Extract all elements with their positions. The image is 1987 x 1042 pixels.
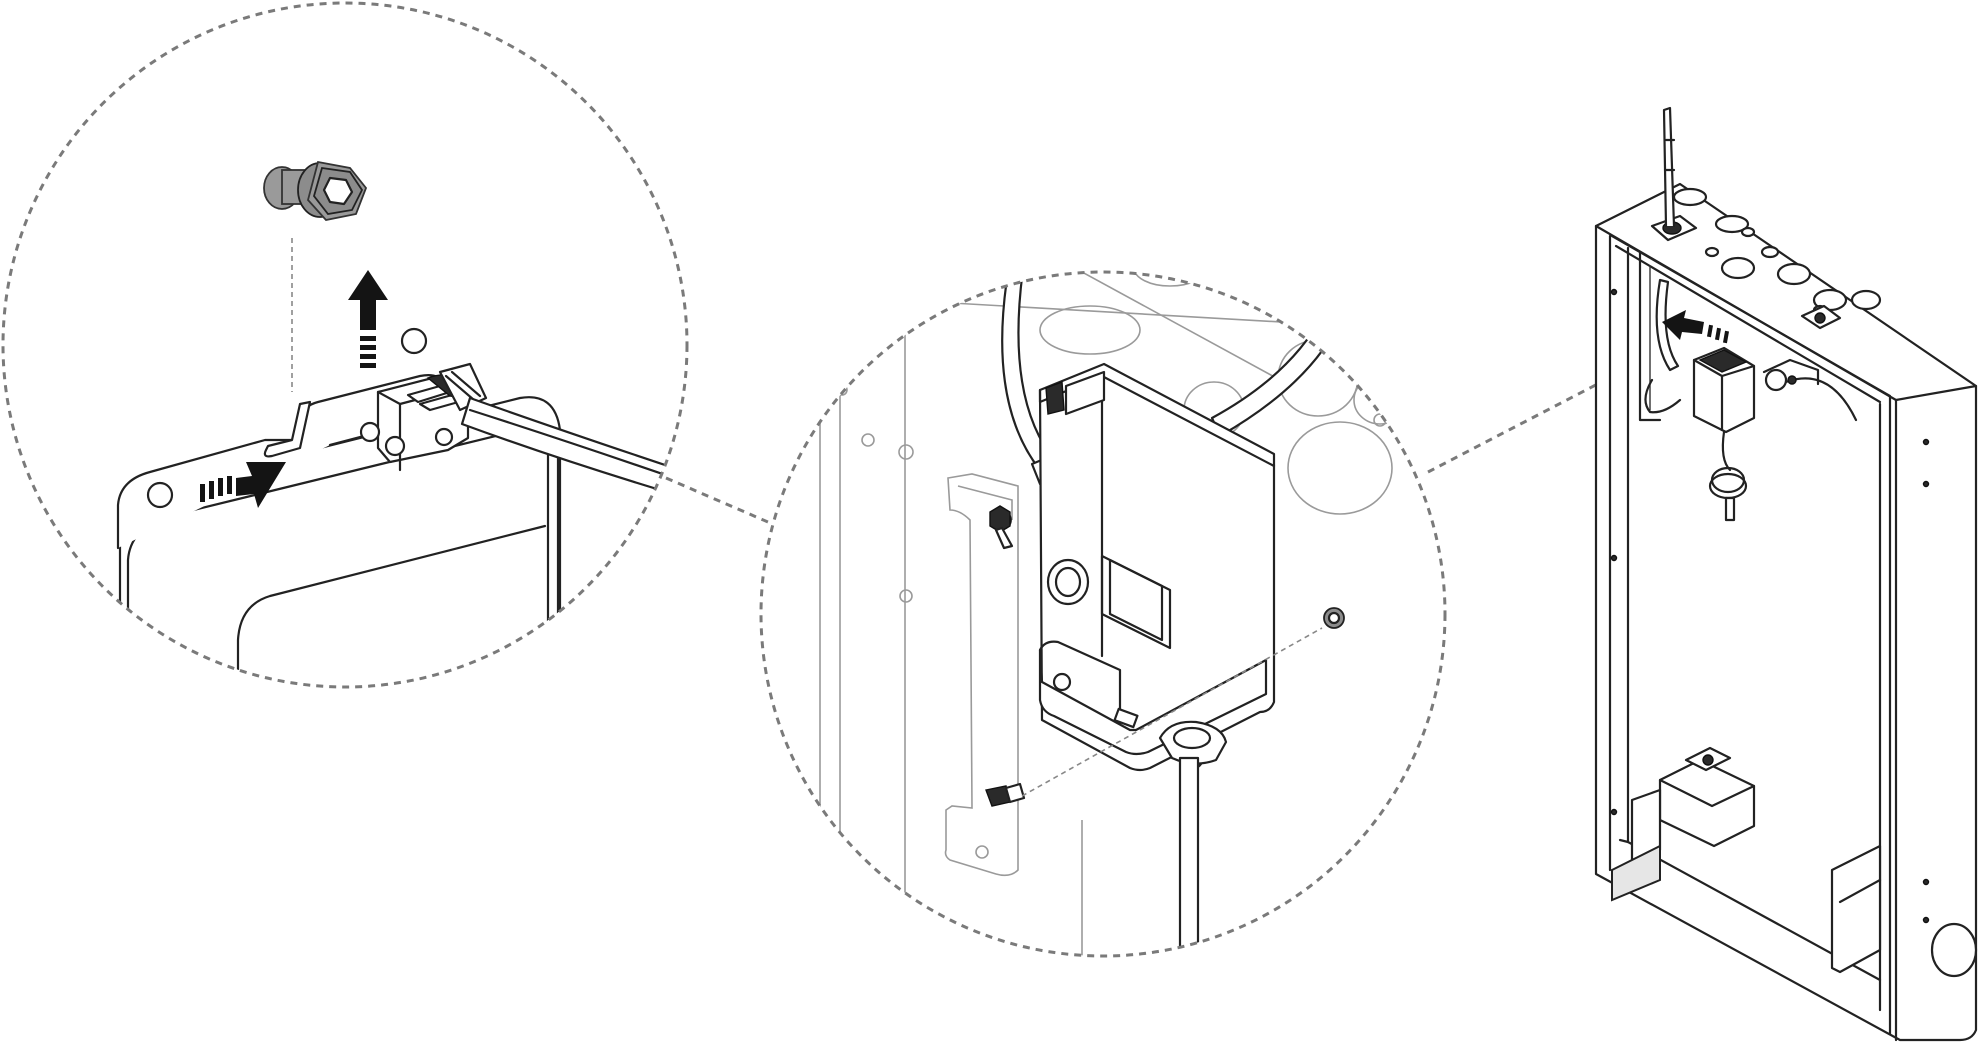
- arrow-right-icon: [200, 462, 286, 508]
- bottom-cable: [1178, 756, 1200, 956]
- detail-circle-screw-removal: [1, 1, 689, 689]
- mid-circle-outline: [759, 270, 1447, 958]
- magnified-circle-mounting-box: [759, 270, 1447, 958]
- screw-icon: [989, 505, 1014, 550]
- arrow-up-icon: [348, 270, 388, 368]
- cabinet-junction-box: [1692, 346, 1756, 434]
- terminal-block: [359, 372, 470, 472]
- cabinet-icon: [1594, 106, 1978, 1042]
- enclosure-top-detail: [116, 327, 682, 687]
- screw-bottom-left: [985, 782, 1026, 807]
- hex-screw-icon: [263, 160, 368, 221]
- detail-circle-outline: [1, 1, 689, 689]
- antenna-icon: [1650, 106, 1698, 242]
- arrow-left-icon: [1662, 310, 1730, 344]
- mounting-bracket: [944, 473, 1019, 877]
- screw-right: [1323, 607, 1345, 629]
- junction-box-icon: [1038, 362, 1276, 956]
